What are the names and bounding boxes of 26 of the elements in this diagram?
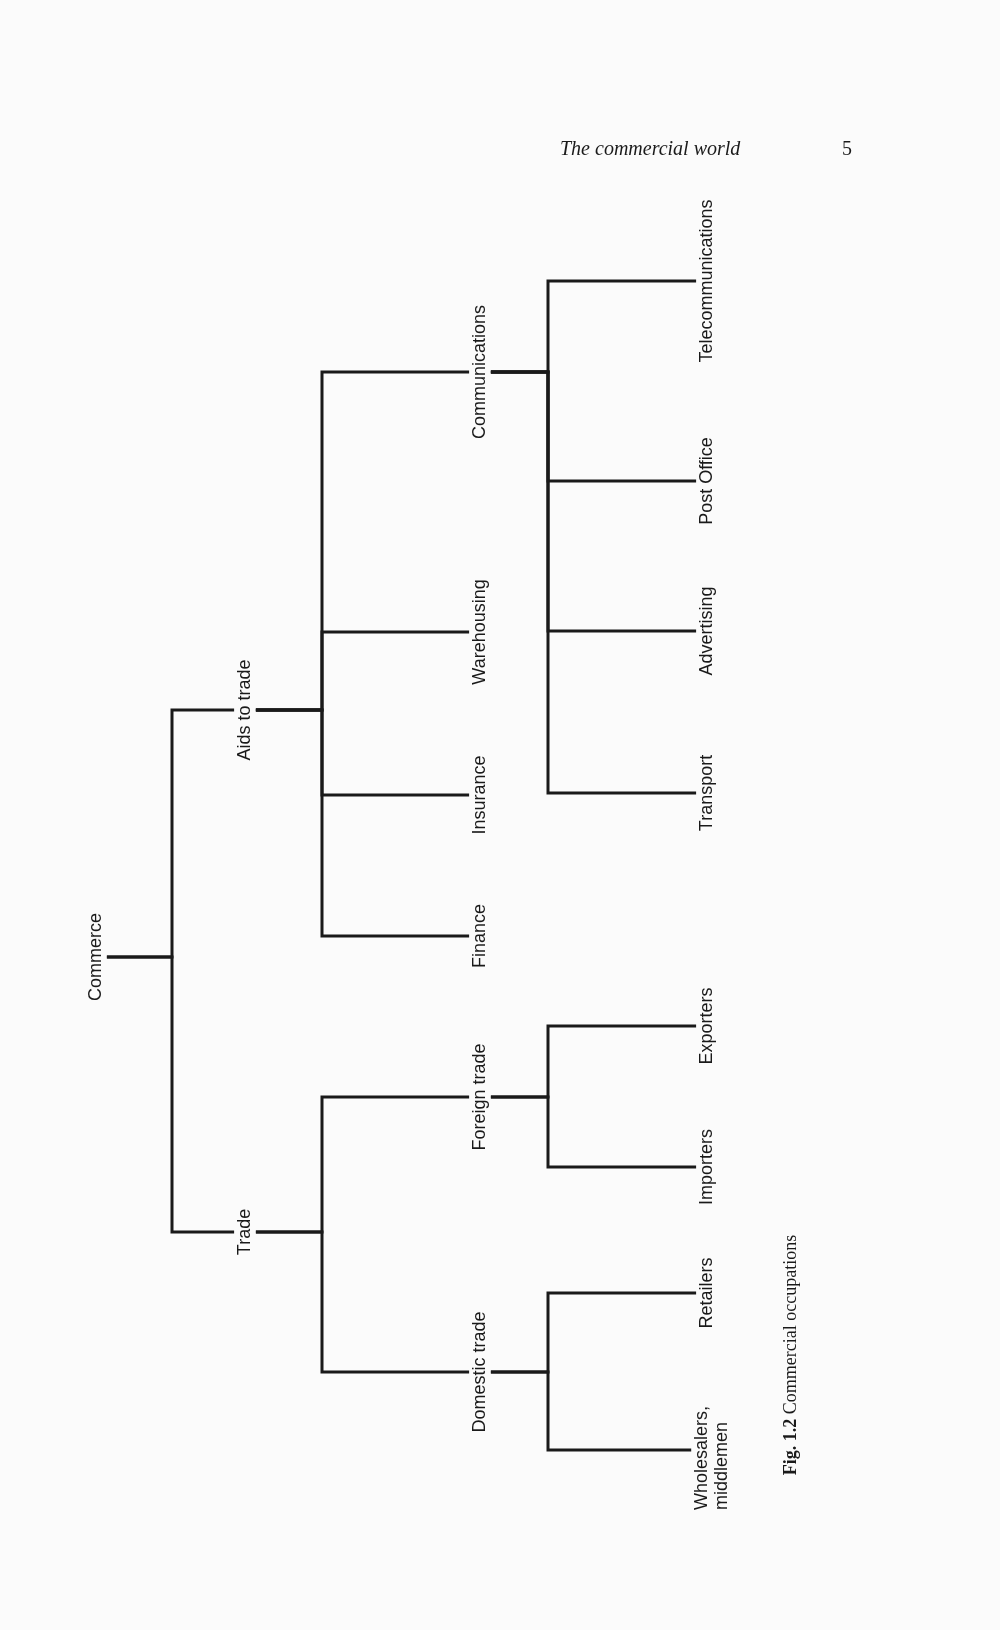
connector-line (490, 279, 697, 374)
category-label: Commerce (85, 911, 107, 1003)
category-label: Finance (469, 902, 491, 970)
category-label: Transport (696, 752, 718, 834)
connector-line (255, 370, 470, 712)
category-label: Advertising (696, 584, 718, 678)
category-label: Trade (234, 1206, 256, 1258)
category-label: Communications (469, 302, 491, 442)
running-header: The commercial world (560, 137, 741, 160)
category-label: Warehousing (469, 577, 491, 687)
category-label: Wholesalers, middlemen (691, 1388, 733, 1512)
category-label: Foreign trade (469, 1041, 491, 1153)
category-label: Domestic trade (469, 1309, 491, 1435)
category-label: Post Office (696, 435, 718, 527)
category-label: Aids to trade (234, 657, 256, 763)
connector-line (106, 708, 235, 959)
connector-line (490, 1024, 697, 1099)
category-label: Exporters (696, 985, 718, 1067)
category-label: Insurance (469, 753, 491, 837)
category-label: Retailers (696, 1255, 718, 1331)
connector-line (255, 1095, 470, 1234)
connector-line (490, 1291, 697, 1374)
category-label: Importers (696, 1127, 718, 1207)
page-number: 5 (842, 137, 852, 160)
figure-caption: Fig. 1.2 Commercial occupations (779, 1234, 801, 1476)
category-label: Telecommunications (696, 197, 718, 365)
